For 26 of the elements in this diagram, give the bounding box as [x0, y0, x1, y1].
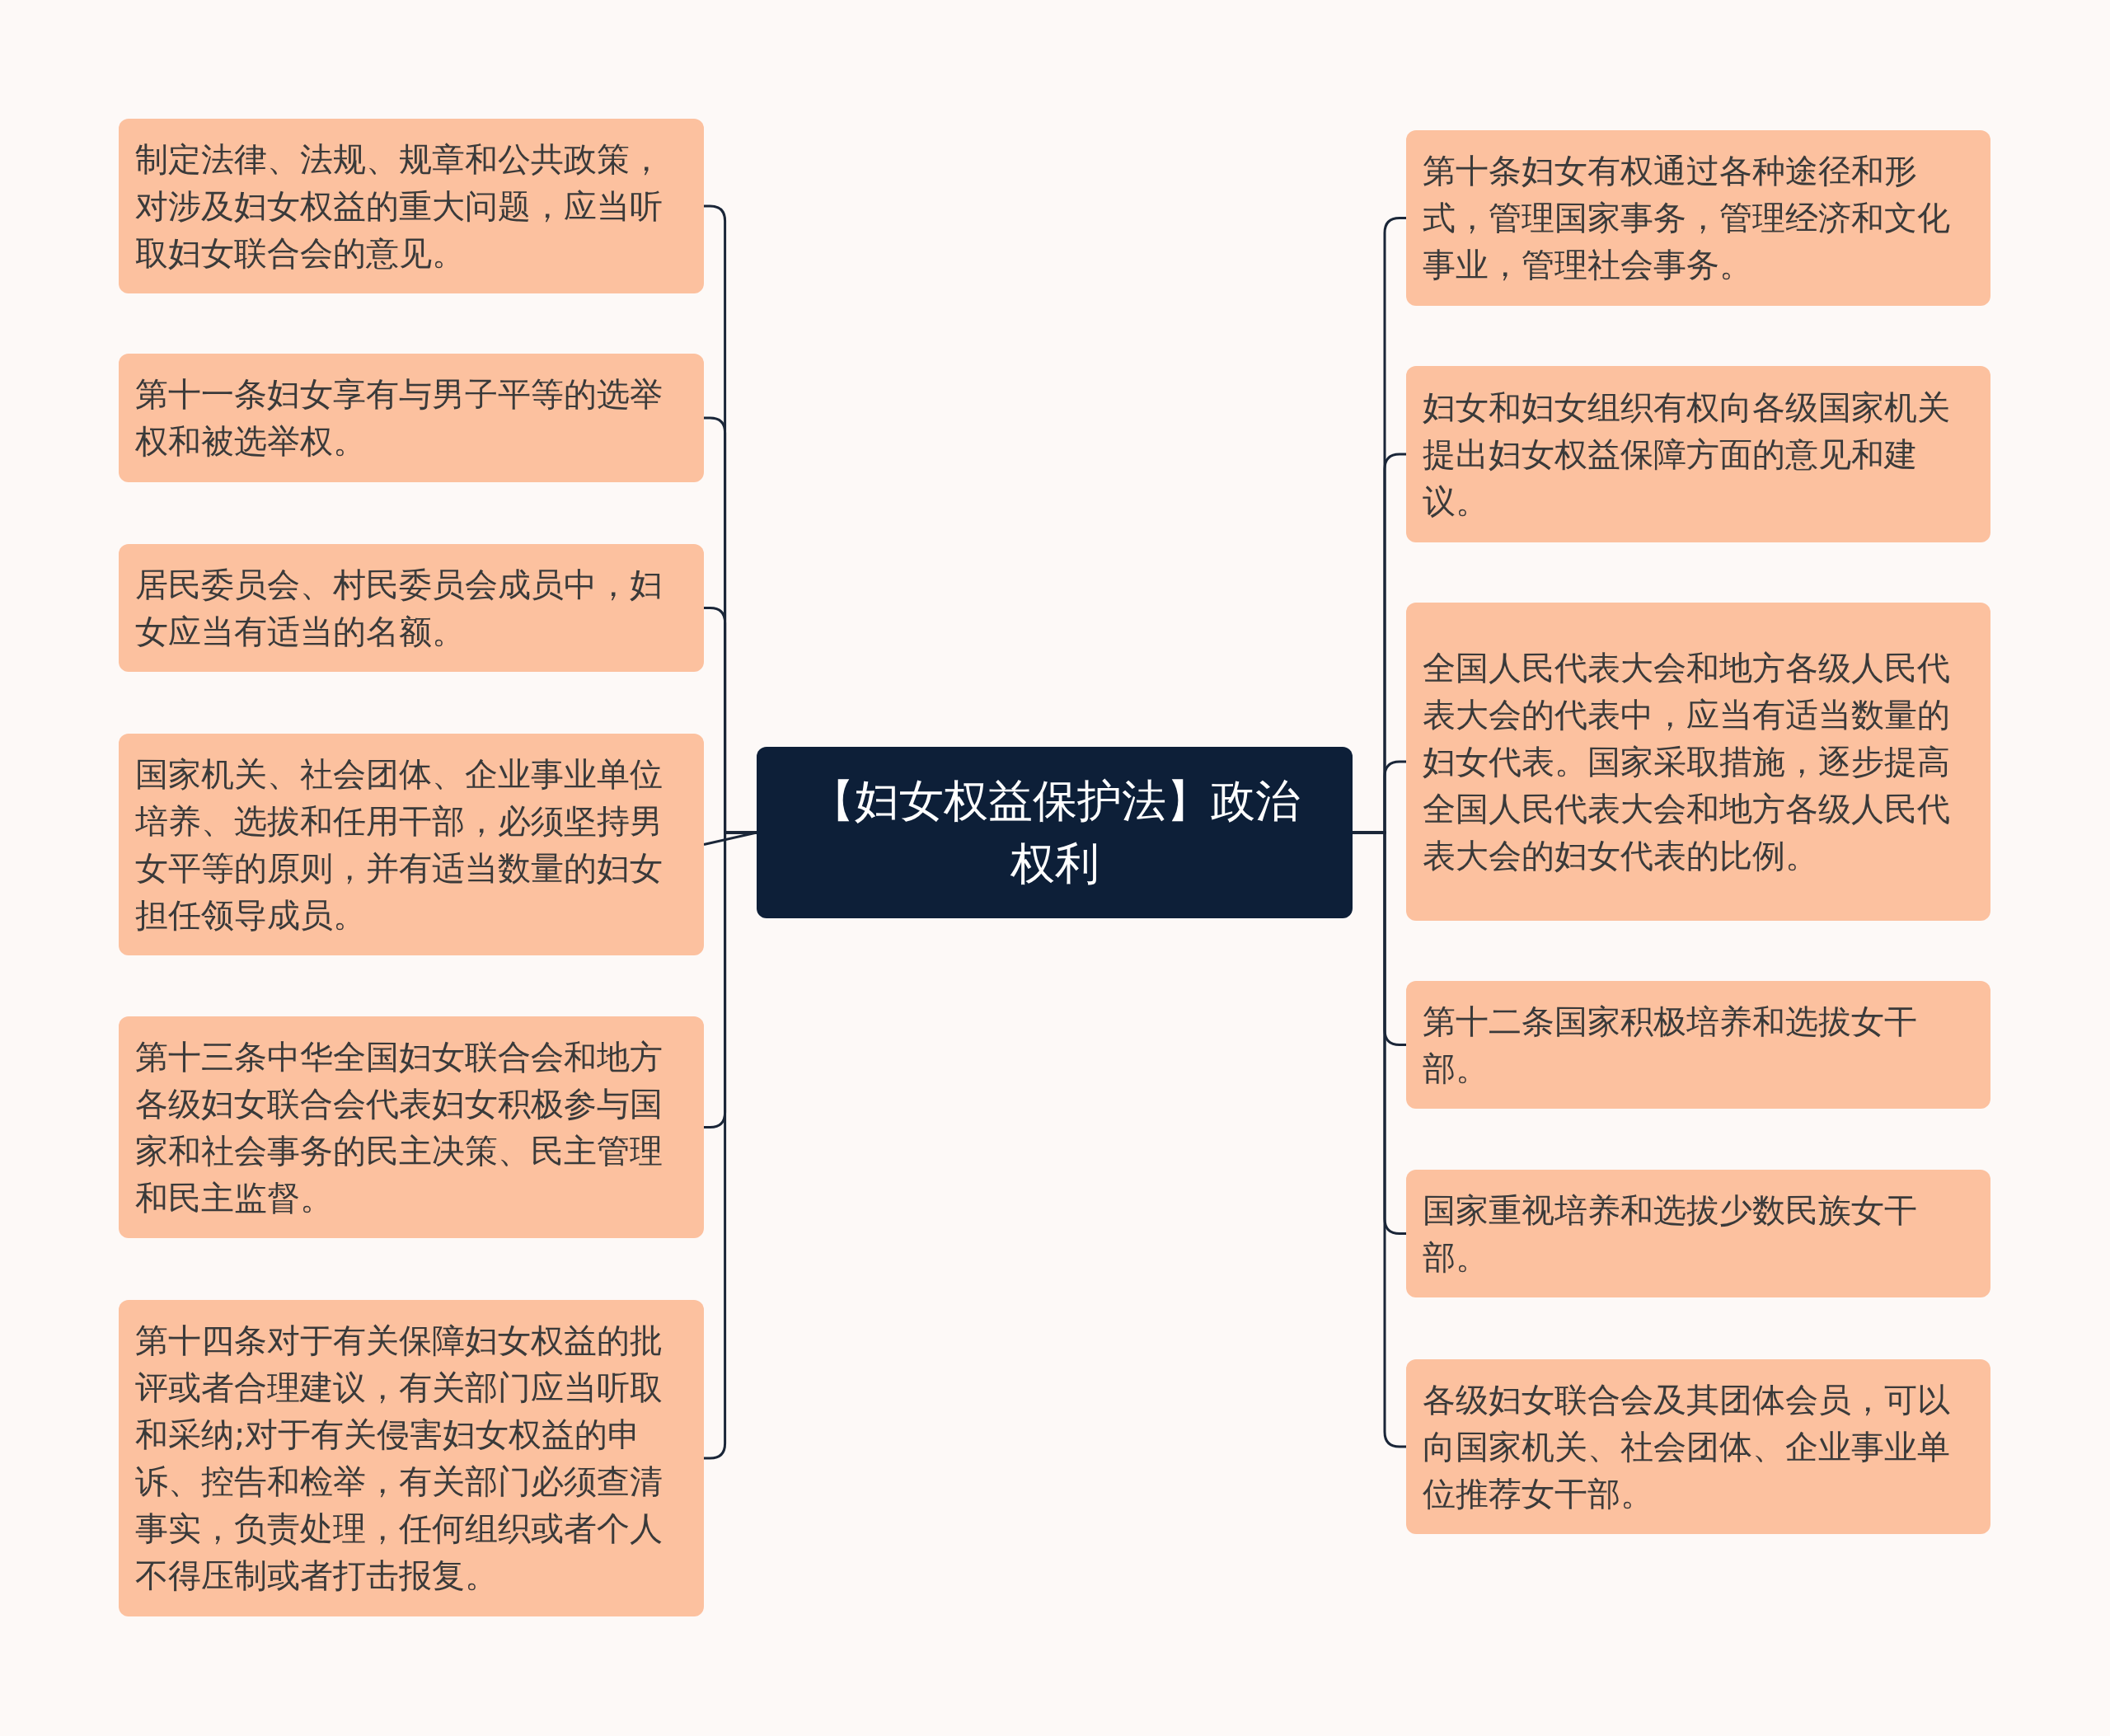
subtopic-box — [119, 1300, 704, 1616]
subtopic-box — [119, 544, 704, 672]
node-text: 各级妇女联合会及其团体会员，可以向国家机关、社会团体、企业事业单位推荐女干部。 — [1423, 1379, 1951, 1514]
subtopic-box — [119, 734, 704, 955]
node-text: 国家机关、社会团体、企业事业单位培养、选拔和任用干部，必须坚持男女平等的原则，并有适当数量的妇女担任领导成员。 — [135, 753, 663, 936]
node-text: 全国人民代表大会和地方各级人民代表大会的代表中，应当有适当数量的妇女代表。国家采取措施，逐步提高全国人民代表大会和地方各级人民代表大会的妇女代表的比例。 — [1423, 647, 1951, 876]
node-text: 第十四条对于有关保障妇女权益的批评或者合理建议，有关部门应当听取和采纳;对于有关侵害妇女权益的申诉、控告和检举，有关部门必须查清事实，负责处理，任何组织或者个人不得压制或者打击报复。 — [135, 1321, 663, 1596]
node-text: 第十条妇女有权通过各种途径和形式，管理国家事务，管理经济和文化事业，管理社会事务。 — [1423, 151, 1951, 285]
subtopic-box — [1406, 1359, 1990, 1534]
subtopic-box — [119, 119, 704, 293]
subtopic-box — [119, 354, 704, 482]
node-text: 妇女和妇女组织有权向各级国家机关提出妇女权益保障方面的意见和建议。 — [1423, 387, 1951, 522]
subtopic-box — [1406, 981, 1990, 1109]
node-text: 居民委员会、村民委员会成员中，妇女应当有适当的名额。 — [135, 564, 663, 652]
node-text: 第十三条中华全国妇女联合会和地方各级妇女联合会代表妇女积极参与国家和社会事务的民主决策、民主管理和民主监督。 — [135, 1036, 663, 1218]
subtopic-box — [1406, 366, 1990, 542]
topic-text: 【妇女权益保护法】政治权利 — [809, 774, 1301, 891]
subtopic-box — [1406, 1170, 1990, 1297]
node-text: 制定法律、法规、规章和公共政策，对涉及妇女权益的重大问题，应当听取妇女联合会的意见。 — [135, 138, 663, 274]
topic-box — [757, 747, 1353, 918]
subtopic-box — [1406, 130, 1990, 306]
node-text: 第十一条妇女享有与男子平等的选举权和被选举权。 — [135, 374, 663, 462]
node-text: 第十二条国家积极培养和选拔女干部。 — [1423, 1001, 1918, 1089]
node-text: 国家重视培养和选拔少数民族女干部。 — [1423, 1189, 1918, 1278]
subtopic-box — [1406, 603, 1990, 921]
subtopic-box — [119, 1016, 704, 1238]
